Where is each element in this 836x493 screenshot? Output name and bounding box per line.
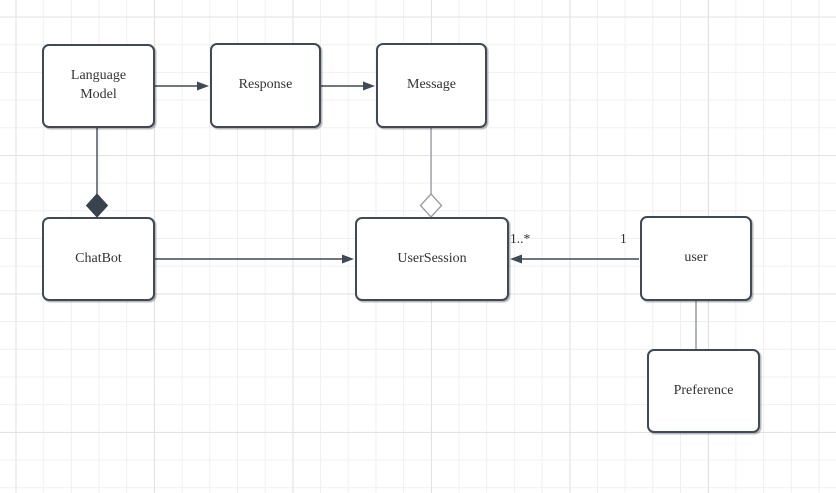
arrowhead-left-icon — [510, 254, 522, 264]
edge-chatbot-usersession[interactable] — [155, 254, 354, 264]
multiplicity-label-usersession[interactable]: 1..* — [510, 231, 531, 246]
node-preference[interactable]: Preference — [647, 349, 760, 433]
node-label: Language Model — [70, 68, 127, 102]
node-label: UserSession — [397, 250, 467, 266]
edge-languagemodel-chatbot[interactable] — [85, 128, 109, 218]
arrowhead-right-icon — [363, 81, 375, 91]
node-message[interactable]: Message — [376, 43, 487, 128]
edge-languagemodel-response[interactable] — [155, 81, 209, 91]
node-language-model[interactable]: Language Model — [42, 44, 155, 128]
edge-response-message[interactable] — [321, 81, 375, 91]
node-usersession[interactable]: UserSession — [355, 217, 509, 301]
node-user[interactable]: user — [640, 216, 752, 301]
edge-message-usersession[interactable] — [419, 128, 443, 218]
edge-user-usersession[interactable] — [510, 254, 639, 264]
node-label: ChatBot — [75, 250, 122, 266]
arrowhead-right-icon — [197, 81, 209, 91]
node-label: Preference — [673, 382, 734, 398]
node-label: Message — [407, 77, 456, 93]
multiplicity-label-user[interactable]: 1 — [620, 231, 627, 246]
arrowhead-right-icon — [342, 254, 354, 264]
node-chatbot[interactable]: ChatBot — [42, 217, 155, 301]
node-label: user — [684, 250, 708, 266]
composition-diamond-icon — [85, 193, 109, 218]
node-response[interactable]: Response — [210, 43, 321, 128]
node-label: Response — [238, 77, 293, 93]
aggregation-diamond-icon — [419, 193, 443, 218]
